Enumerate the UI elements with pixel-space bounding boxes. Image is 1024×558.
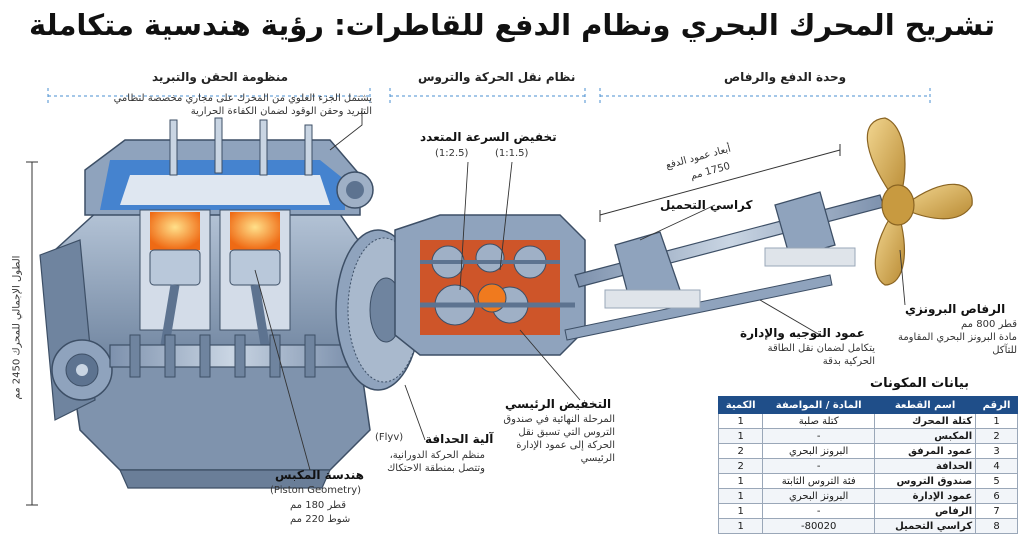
cell-material: البرونز البحري: [762, 488, 875, 504]
table-header-row: الرقم اسم القطعة المادة / المواصفة الكمي…: [717, 396, 1018, 414]
cell-material: كتلة صلبة: [762, 413, 875, 429]
injection-description: يشتمل الجزء العلوي من المحرك على مجاري م…: [113, 93, 372, 117]
section-injection-cooling: منظومة الحقن والتبريد: [152, 70, 289, 84]
cell-material: 80020-: [762, 518, 875, 534]
bearing-label: كراسي التحميل: [660, 198, 753, 212]
cell-material: -: [762, 428, 875, 444]
cell-material: -: [762, 503, 875, 519]
total-length-dimension: [26, 161, 38, 506]
cell-part-name: كتلة المحرك: [873, 413, 977, 429]
cell-quantity: 2: [717, 443, 764, 459]
flywheel-description: منظم الحركة الدورانية، وتتصل بمنطقة الاح…: [387, 450, 485, 474]
cell-part-name: عمود الإدارة: [873, 488, 977, 504]
gear-ratio-2: (1:1.5): [495, 148, 529, 159]
crankshaft: [109, 334, 351, 378]
cell-quantity: 1: [717, 473, 764, 489]
cell-material: -: [762, 458, 875, 474]
main-reduction-description: المرحلة النهائية في صندوق التروس التي تس…: [503, 414, 615, 464]
cell-part-name: الحدافة: [873, 458, 977, 474]
gear-ratio-1: (1:2.5): [435, 148, 469, 159]
header-part-name: اسم القطعة: [873, 396, 977, 414]
cell-part-name: المكبس: [873, 428, 977, 444]
header-quantity: الكمية: [717, 396, 764, 414]
cell-part-name: الرفاص: [873, 503, 977, 519]
cell-part-name: كراسي التحميل: [873, 518, 977, 534]
steering-shaft-description: يتكامل لضمان نقل الطاقة الحركية بدقة: [767, 343, 875, 367]
leader-lines: [254, 108, 906, 471]
cell-number: 8: [975, 518, 1018, 534]
total-length-label: الطول الإجمالي للمحرك 2450 مم: [11, 255, 23, 400]
cell-number: 7: [975, 503, 1018, 519]
section-propulsion: وحدة الدفع والرفاص: [724, 70, 847, 84]
section-dimension-lines: [47, 88, 931, 104]
cell-part-name: صندوق التروس: [873, 473, 977, 489]
cell-quantity: 1: [717, 503, 764, 519]
bronze-propeller: [866, 117, 973, 286]
main-reduction-title: التخفيض الرئيسي: [505, 397, 612, 411]
piston-stroke: شوط 220 مم: [290, 514, 351, 525]
cell-quantity: 1: [717, 413, 764, 429]
cell-number: 3: [975, 443, 1018, 459]
cell-number: 5: [975, 473, 1018, 489]
cell-material: البرونز البحري: [762, 443, 875, 459]
piston-diameter: قطر 180 مم: [290, 500, 346, 511]
section-transmission: نظام نقل الحركة والتروس: [418, 70, 576, 84]
cell-number: 2: [975, 428, 1018, 444]
components-table-title: بيانات المكونات: [870, 376, 970, 391]
flywheel-tag: (Flyv): [375, 432, 404, 443]
piston-geometry-en: (Piston Geometry): [270, 485, 362, 496]
propeller-title: الرفاص البرونزي: [905, 302, 1006, 316]
piston-geometry-title: هندسة المكبس: [275, 468, 364, 482]
components-table: الرقم اسم القطعة المادة / المواصفة الكمي…: [717, 396, 1018, 534]
page-title: تشريح المحرك البحري ونظام الدفع للقاطرات…: [29, 8, 995, 42]
cell-part-name: عمود المرفق: [873, 443, 977, 459]
cell-number: 6: [975, 488, 1018, 504]
bearing-blocks: [604, 191, 856, 309]
cell-quantity: 1: [717, 488, 764, 504]
propeller-diameter: قطر 800 مم: [961, 319, 1017, 330]
cell-quantity: 2: [717, 458, 764, 474]
propeller-description: مادة البرونز البحري المقاومة للتآكل: [897, 332, 1017, 356]
cell-number: 4: [975, 458, 1018, 474]
header-number: الرقم: [975, 396, 1018, 414]
steering-shaft-title: عمود التوجيه والإدارة: [740, 326, 865, 340]
gearbox: [394, 214, 586, 356]
flywheel-title: آلية الحدافة: [425, 432, 494, 446]
header-material: المادة / المواصفة: [762, 396, 875, 414]
cell-quantity: 1: [717, 428, 764, 444]
cell-quantity: 1: [717, 518, 764, 534]
multi-speed-reduction-label: تخفيض السرعة المتعدد: [420, 130, 557, 144]
cylinder-head: [84, 117, 374, 216]
cell-material: فئة التروس الثابتة: [762, 473, 875, 489]
cell-number: 1: [975, 413, 1018, 429]
